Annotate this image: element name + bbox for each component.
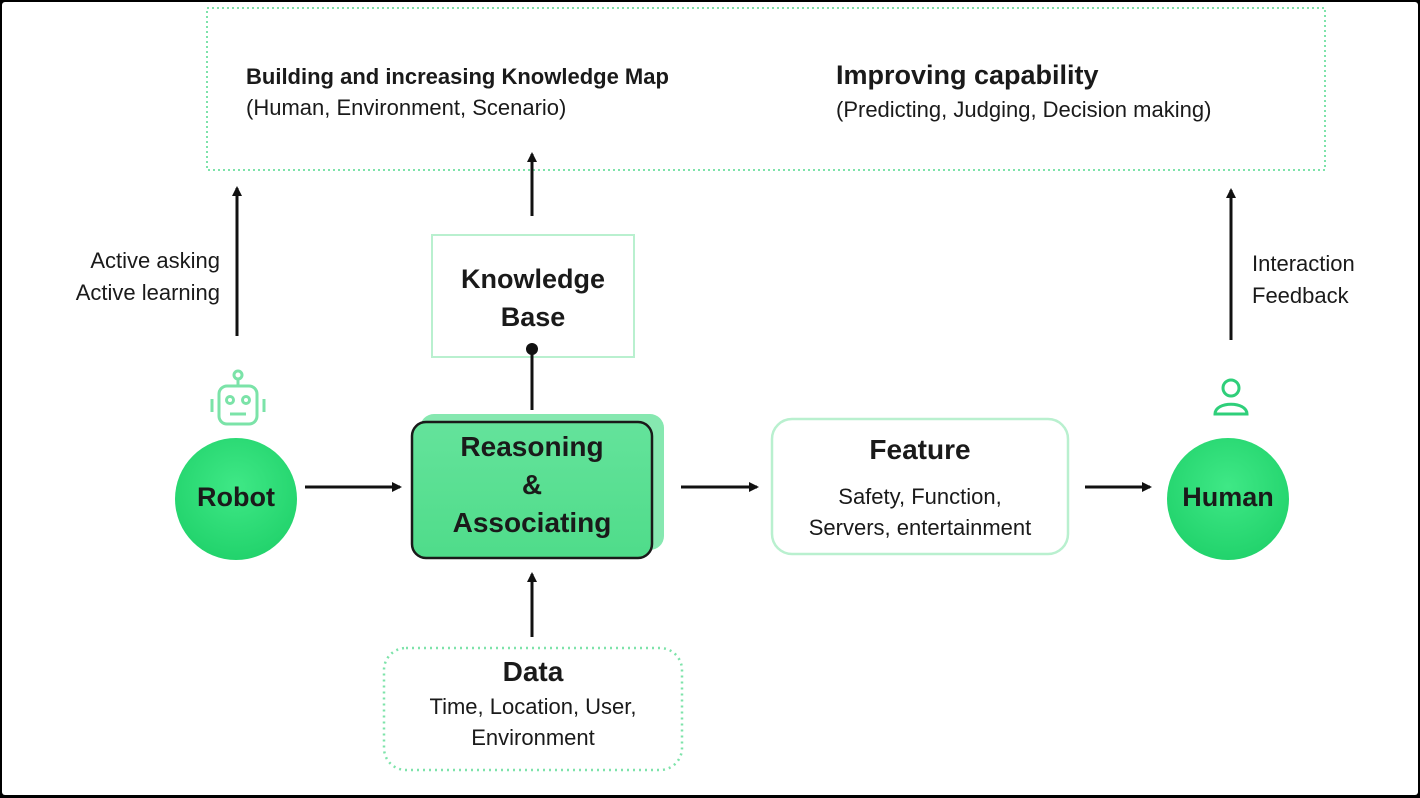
feature-box — [770, 417, 1070, 556]
data-line1: Time, Location, User, — [429, 694, 637, 719]
data-details: Time, Location, User, Environment — [384, 691, 682, 753]
reasoning-line1: Reasoning — [460, 431, 604, 462]
active-asking-label: Active asking — [90, 248, 220, 273]
human-side-label: Interaction Feedback — [1252, 248, 1355, 312]
active-learning-label: Active learning — [75, 280, 220, 305]
feature-line2: Servers, entertainment — [808, 515, 1032, 540]
feedback-label: Feedback — [1252, 283, 1349, 308]
reasoning-label: Reasoning & Associating — [418, 428, 646, 542]
person-icon — [1213, 378, 1249, 416]
knowledge-base-line1: Knowledge — [460, 264, 605, 294]
feature-line1: Safety, Function, — [838, 484, 1002, 509]
reasoning-line2: & — [521, 469, 543, 500]
robot-icon — [210, 369, 266, 426]
knowledge-base-line2: Base — [500, 302, 566, 332]
data-line2: Environment — [471, 725, 595, 750]
data-box — [382, 646, 684, 772]
robot-label: Robot — [197, 482, 275, 512]
human-label: Human — [1182, 482, 1274, 512]
data-title: Data — [502, 656, 564, 687]
knowledge-map-title: Building and increasing Knowledge Map — [246, 64, 669, 89]
feature-title: Feature — [869, 434, 971, 465]
human-node — [1167, 438, 1289, 560]
reasoning-box — [410, 420, 654, 560]
kb-connector-dot — [526, 343, 538, 355]
capability-title: Improving capability — [836, 60, 1099, 90]
knowledge-base-label: Knowledge Base — [432, 260, 634, 336]
knowledge-map-subtitle: (Human, Environment, Scenario) — [246, 95, 567, 120]
knowledge-base-box — [431, 234, 635, 358]
robot-side-label: Active asking Active learning — [76, 245, 220, 309]
reasoning-line3: Associating — [452, 507, 612, 538]
feature-details: Safety, Function, Servers, entertainment — [772, 481, 1068, 543]
robot-node — [175, 438, 297, 560]
capability-subtitle: (Predicting, Judging, Decision making) — [836, 97, 1212, 122]
interaction-label: Interaction — [1252, 251, 1355, 276]
